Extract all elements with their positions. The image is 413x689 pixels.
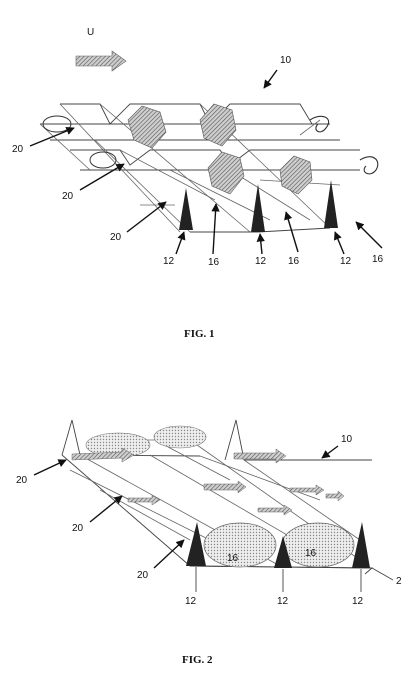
fig2-flow-arrows [71,447,345,516]
fig1-label-20-a: 20 [12,144,24,155]
fig2-label-20-a: 20 [16,475,28,486]
fig2-assembly-label: 10 [341,434,353,445]
fig2-label-20-c: 20 [137,570,149,581]
fig2-label-12-a: 12 [185,596,197,607]
fig1-plate-lines [39,103,360,233]
flow-direction-arrow [75,50,127,72]
fig2-dotted-regions [85,425,355,568]
fig1-vortices [42,115,379,175]
fig1-velocity-label: U [87,27,94,38]
fig1-label-16-c: 16 [372,254,384,265]
fig2-label-16-b: 16 [305,548,317,559]
fig2-label-20-b: 20 [72,523,84,534]
figure-2: 10 [16,419,402,666]
figure-1: U 10 [12,27,384,340]
fig2-caption: FIG. 2 [182,654,213,666]
fig1-label-12-a: 12 [163,256,175,267]
fig1-hatched-regions [127,103,313,195]
fig2-label-16-a: 16 [227,553,239,564]
fig1-assembly-label: 10 [280,55,292,66]
fig1-label-16-a: 16 [208,257,220,268]
fig1-label-16-b: 16 [288,256,300,267]
fig1-caption: FIG. 1 [184,328,215,340]
fig2-label-12-c: 12 [352,596,364,607]
fig1-assembly-leader [263,69,278,89]
fig1-label-20-b: 20 [62,191,74,202]
fig1-vortex-generators [179,180,338,232]
fig1-label-20-c: 20 [110,232,122,243]
fig1-label-12-c: 12 [340,256,352,267]
fig2-label-2: 2 [396,576,402,587]
fig2-vortex-generators [186,522,370,568]
fig1-label-12-b: 12 [255,256,267,267]
fig2-label-12-b: 12 [277,596,289,607]
